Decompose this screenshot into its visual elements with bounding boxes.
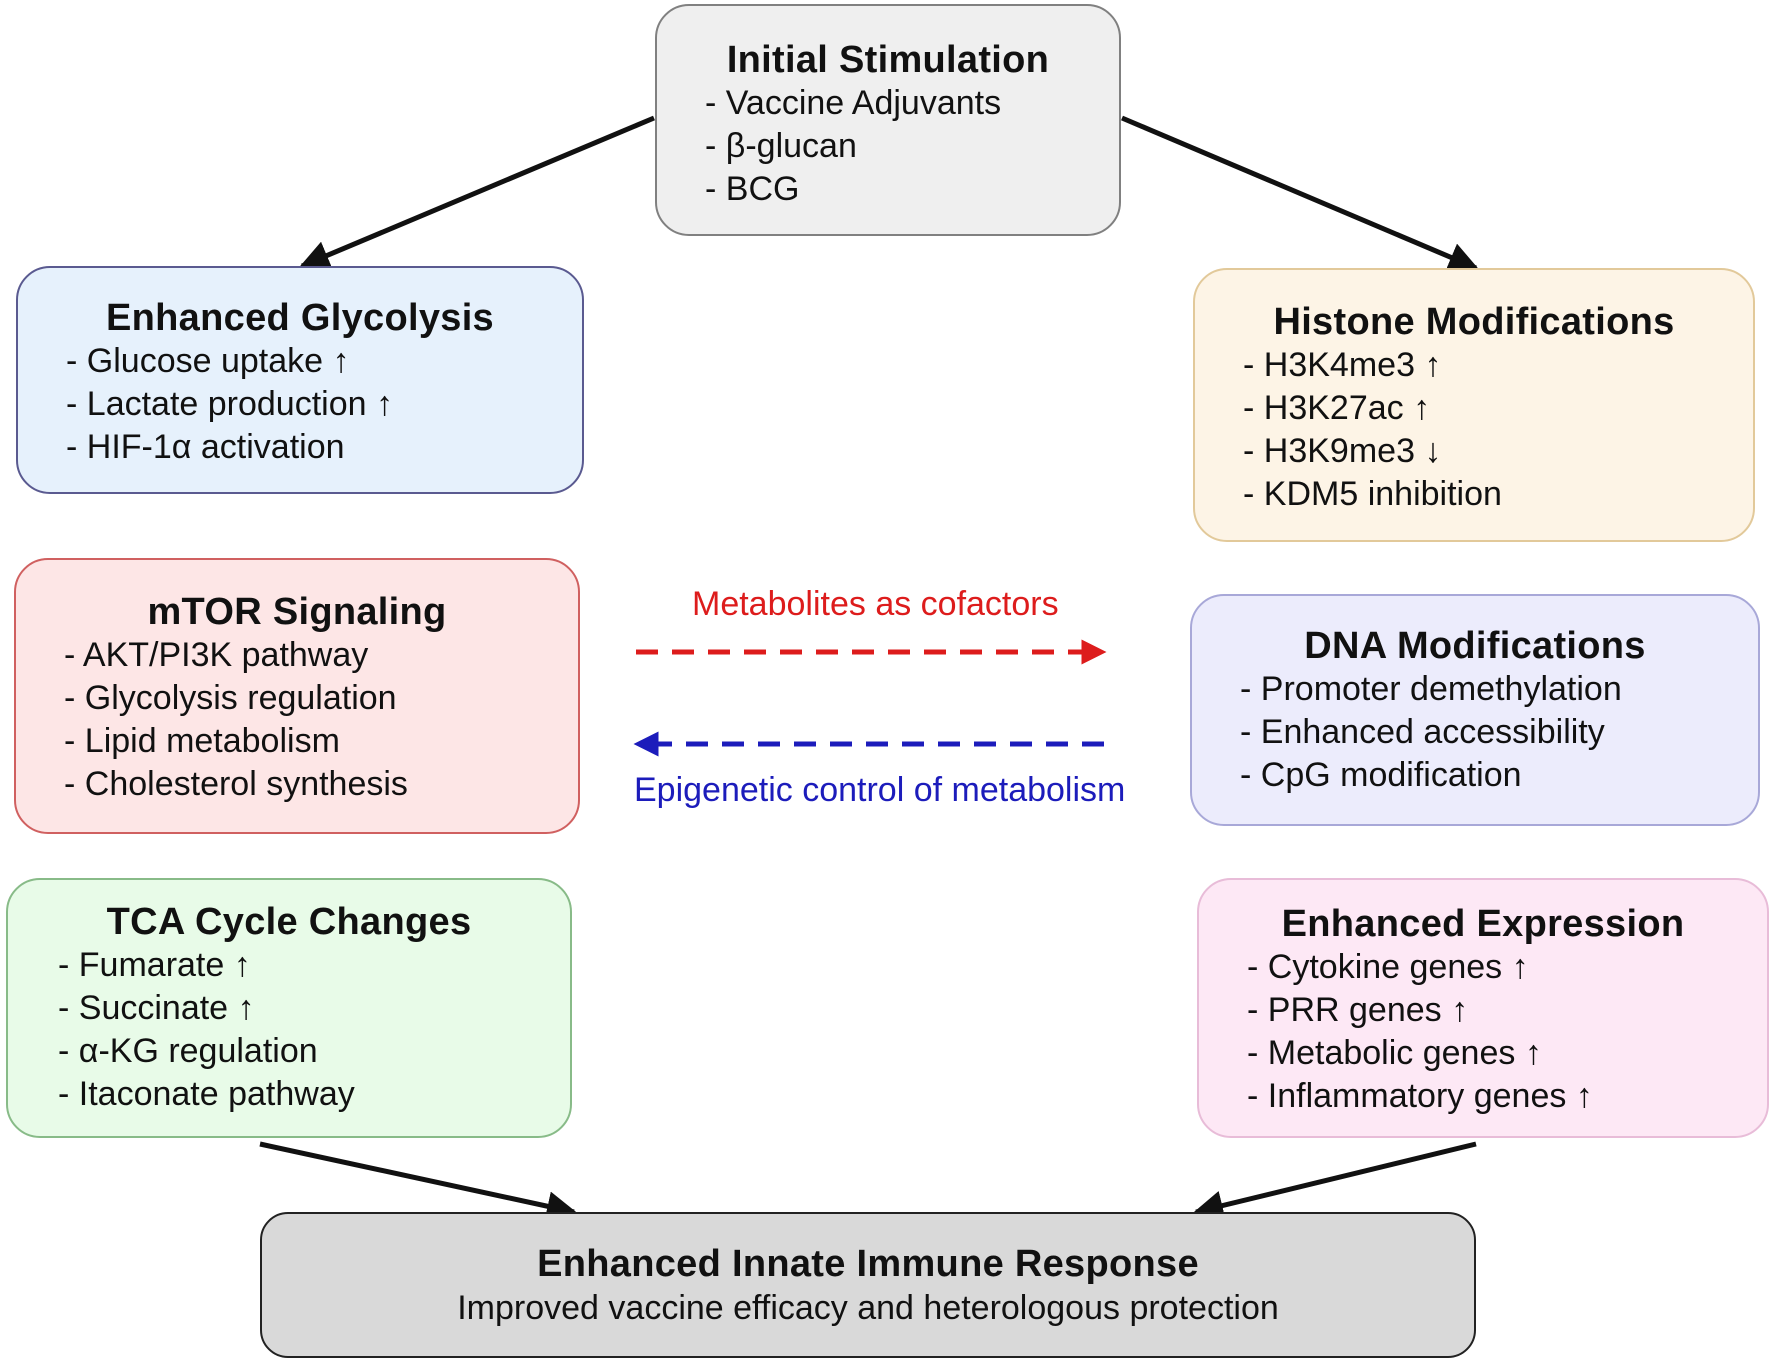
innate-immune-response-title: Enhanced Innate Immune Response (537, 1243, 1199, 1285)
tca-cycle-title: TCA Cycle Changes (106, 901, 472, 943)
enhanced-glycolysis-title: Enhanced Glycolysis (106, 297, 494, 339)
list-item: Cytokine genes ↑ (1247, 946, 1767, 989)
dna-modifications-list: Promoter demethylation Enhanced accessib… (1240, 668, 1758, 797)
histone-modifications-list: H3K4me3 ↑ H3K27ac ↑ H3K9me3 ↓ KDM5 inhib… (1243, 344, 1753, 516)
arrow-tca-to-outcome (259, 1141, 577, 1221)
initial-stimulation-list: Vaccine Adjuvants β-glucan BCG (705, 82, 1119, 211)
histone-modifications-box: Histone Modifications H3K4me3 ↑ H3K27ac … (1193, 268, 1755, 542)
list-item: Enhanced accessibility (1240, 711, 1758, 754)
list-item: Itaconate pathway (58, 1073, 570, 1116)
list-item: Lipid metabolism (64, 720, 578, 763)
list-item: H3K27ac ↑ (1243, 387, 1753, 430)
tca-cycle-box: TCA Cycle Changes Fumarate ↑ Succinate ↑… (6, 878, 572, 1138)
list-item: α-KG regulation (58, 1030, 570, 1073)
list-item: Glycolysis regulation (64, 677, 578, 720)
list-item: CpG modification (1240, 754, 1758, 797)
list-item: Inflammatory genes ↑ (1247, 1075, 1767, 1118)
list-item: Fumarate ↑ (58, 944, 570, 987)
list-item: H3K4me3 ↑ (1243, 344, 1753, 387)
innate-immune-response-subtitle: Improved vaccine efficacy and heterologo… (457, 1289, 1279, 1327)
list-item: Vaccine Adjuvants (705, 82, 1119, 125)
innate-immune-response-box: Enhanced Innate Immune Response Improved… (260, 1212, 1476, 1358)
arrow-initial-to-glycolysis (299, 115, 655, 270)
list-item: β-glucan (705, 125, 1119, 168)
list-item: Lactate production ↑ (66, 383, 582, 426)
epigenetic-flow-label: Epigenetic control of metabolism (634, 771, 1126, 809)
enhanced-expression-title: Enhanced Expression (1281, 903, 1685, 945)
list-item: Glucose uptake ↑ (66, 340, 582, 383)
enhanced-expression-box: Enhanced Expression Cytokine genes ↑ PRR… (1197, 878, 1769, 1138)
enhanced-expression-list: Cytokine genes ↑ PRR genes ↑ Metabolic g… (1247, 946, 1767, 1118)
arrow-initial-to-histone (1121, 115, 1479, 272)
list-item: Promoter demethylation (1240, 668, 1758, 711)
histone-modifications-title: Histone Modifications (1273, 301, 1675, 343)
mtor-signaling-title: mTOR Signaling (147, 591, 447, 633)
mtor-signaling-box: mTOR Signaling AKT/PI3K pathway Glycolys… (14, 558, 580, 834)
list-item: Succinate ↑ (58, 987, 570, 1030)
list-item: Metabolic genes ↑ (1247, 1032, 1767, 1075)
list-item: Cholesterol synthesis (64, 763, 578, 806)
tca-cycle-list: Fumarate ↑ Succinate ↑ α-KG regulation I… (58, 944, 570, 1116)
list-item: AKT/PI3K pathway (64, 634, 578, 677)
initial-stimulation-title: Initial Stimulation (726, 39, 1050, 81)
dna-modifications-box: DNA Modifications Promoter demethylation… (1190, 594, 1760, 826)
metabolites-flow-label: Metabolites as cofactors (692, 585, 1059, 623)
enhanced-glycolysis-list: Glucose uptake ↑ Lactate production ↑ HI… (66, 340, 582, 469)
list-item: PRR genes ↑ (1247, 989, 1767, 1032)
list-item: HIF-1α activation (66, 426, 582, 469)
initial-stimulation-box: Initial Stimulation Vaccine Adjuvants β-… (655, 4, 1121, 236)
arrow-expression-to-outcome (1193, 1141, 1477, 1221)
list-item: KDM5 inhibition (1243, 473, 1753, 516)
list-item: H3K9me3 ↓ (1243, 430, 1753, 473)
enhanced-glycolysis-box: Enhanced Glycolysis Glucose uptake ↑ Lac… (16, 266, 584, 494)
list-item: BCG (705, 168, 1119, 211)
dna-modifications-title: DNA Modifications (1304, 625, 1646, 667)
mtor-signaling-list: AKT/PI3K pathway Glycolysis regulation L… (64, 634, 578, 806)
